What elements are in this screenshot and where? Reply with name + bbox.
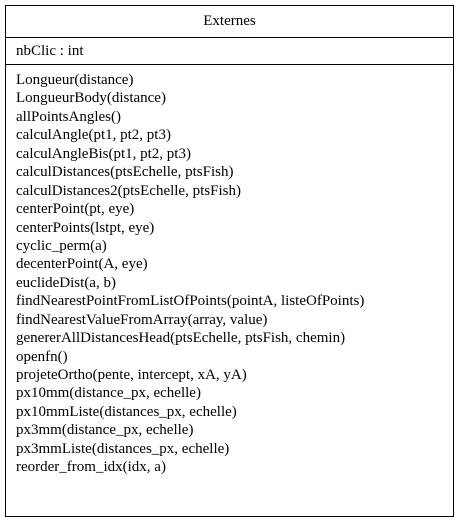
method-centerpoints: centerPoints(lstpt, eye) (16, 219, 155, 236)
method-calculdistances: calculDistances(ptsEchelle, ptsFish) (16, 164, 234, 181)
method-centerpoint: centerPoint(pt, eye) (16, 201, 135, 218)
method-px3mm: px3mm(distance_px, echelle) (16, 422, 194, 439)
method-calculangle: calculAngle(pt1, pt2, pt3) (16, 127, 171, 144)
method-findnearestvaluefromarray: findNearestValueFromArray(array, value) (16, 311, 268, 328)
attribute-nbclic: nbClic : int (16, 43, 84, 59)
method-cyclic-perm: cyclic_perm(a) (16, 237, 107, 254)
attributes-compartment: nbClic : int (6, 38, 453, 65)
method-px3mmliste: px3mmListe(distances_px, echelle) (16, 440, 230, 457)
method-longueurbody: LongueurBody(distance) (16, 90, 166, 107)
method-projeteortho: projeteOrtho(pente, intercept, xA, yA) (16, 367, 247, 383)
method-genererալldistanceshead: genererAllDistancesHead(ptsEchelle, ptsF… (16, 330, 346, 347)
method-findnearestpointfromlistofpoints: findNearestPointFromListOfPoints(pointA,… (16, 293, 365, 310)
method-euclidedist: euclideDist(a, b) (16, 274, 116, 291)
method-allpointsangles: allPointsAngles() (16, 108, 121, 125)
method-calculdistances2: calculDistances2(ptsEchelle, ptsFish) (16, 182, 241, 199)
methods-compartment: Longueur(distance) LongueurBody(distance… (6, 65, 453, 477)
uml-class-box: Externes nbClic : int Longueur(distance)… (5, 5, 454, 517)
method-decenterpoint: decenterPoint(A, eye) (16, 256, 148, 273)
method-calculanglebis: calculAngleBis(pt1, pt2, pt3) (16, 145, 191, 162)
method-reorder-from-idx: reorder_from_idx(idx, a) (16, 459, 166, 476)
method-openfn: openfn() (16, 348, 68, 365)
method-px10mmliste: px10mmListe(distances_px, echelle) (16, 403, 237, 420)
method-px10mm: px10mm(distance_px, echelle) (16, 385, 201, 402)
method-longueur: Longueur(distance) (16, 72, 134, 88)
class-name: Externes (6, 6, 453, 38)
